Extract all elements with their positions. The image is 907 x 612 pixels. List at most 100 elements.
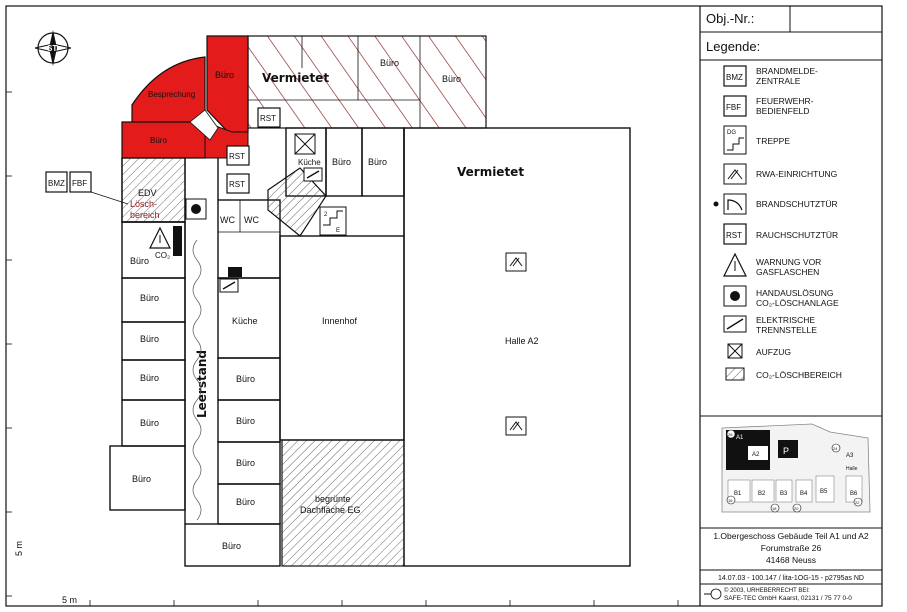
rst-marker-2: RST (226, 145, 250, 166)
legend: BMZ BRANDMELDE- ZENTRALE FBF FEUERWEHR- … (713, 65, 842, 381)
svg-text:24: 24 (833, 446, 838, 451)
compass-logo-icon: ST (34, 30, 72, 66)
label-leerstand: Leerstand (195, 350, 209, 418)
label-loesch-1: Lösch- (130, 199, 157, 209)
svg-text:22: 22 (855, 500, 860, 505)
legend-bmz-icon (723, 65, 747, 87)
room-label-buero-red2: Büro (150, 136, 167, 145)
disconnect-switch-icon (303, 167, 323, 182)
corridor-markers (192, 239, 202, 521)
site-minimap: A1 A2 P A3 Halle B1 B2 B3 B4 B5 B6 26 24… (721, 423, 871, 513)
svg-text:GASFLASCHEN: GASFLASCHEN (756, 267, 819, 277)
building-walls (109, 127, 631, 567)
svg-text:B5: B5 (820, 489, 828, 495)
svg-text:20: 20 (794, 506, 799, 511)
svg-text:RST: RST (229, 180, 245, 189)
stair-symbol-icon: 2 E (319, 206, 347, 236)
svg-text:BMZ: BMZ (48, 179, 65, 188)
svg-text:B2: B2 (758, 491, 766, 497)
room-label-halle: Halle A2 (505, 336, 539, 346)
svg-text:B6: B6 (850, 491, 858, 497)
svg-text:RAUCHSCHUTZTÜR: RAUCHSCHUTZTÜR (756, 230, 838, 240)
room-label-buero-r3: Büro (236, 458, 255, 468)
svg-text:AUFZUG: AUFZUG (756, 347, 791, 357)
svg-text:BRANDMELDE-: BRANDMELDE- (756, 66, 818, 76)
room-label-buero-top2: Büro (442, 74, 461, 84)
disconnect-switch-icon-2 (219, 278, 239, 293)
rented-area-top (247, 35, 487, 129)
room-label-buero-l5: Büro (140, 418, 159, 428)
room-label-besprechung: Besprechung (148, 90, 195, 99)
rwa-icon-2 (505, 416, 527, 436)
svg-text:Halle: Halle (846, 466, 858, 472)
obj-nr-label: Obj.-Nr.: (706, 11, 754, 26)
svg-text:CO₂: CO₂ (155, 251, 170, 260)
room-label-buero-l3: Büro (140, 334, 159, 344)
svg-text:26: 26 (728, 432, 733, 437)
svg-text:P: P (783, 446, 789, 456)
room-label-buero-l4: Büro (140, 373, 159, 383)
room-label-buero-r4: Büro (236, 497, 255, 507)
legend-fbf-icon (723, 95, 747, 117)
co2-trigger-icon (185, 198, 207, 220)
scale-label-horizontal: 5 m (62, 595, 77, 605)
scale-label-vertical: 5 m (14, 541, 24, 556)
svg-text:WARNUNG VOR: WARNUNG VOR (756, 257, 821, 267)
svg-text:CO₂-LÖSCHANLAGE: CO₂-LÖSCHANLAGE (756, 298, 839, 308)
ruler (6, 91, 679, 606)
svg-text:18: 18 (772, 506, 777, 511)
label-vermietet-main: Vermietet (457, 165, 524, 179)
fbf-marker: FBF (69, 171, 92, 193)
room-label-buero-top1: Büro (380, 58, 399, 68)
room-label-buero-core2: Büro (368, 157, 387, 167)
svg-text:2: 2 (324, 212, 328, 218)
rst-marker-3: RST (226, 173, 250, 194)
reference-line: 14.07.03 - 100.147 / lita-1OG-15 - p2795… (718, 575, 864, 582)
gas-warning-icon: CO₂ (149, 226, 182, 260)
safetec-logo-icon (704, 588, 722, 600)
svg-text:B4: B4 (800, 491, 808, 497)
legend-stair-icon (723, 125, 747, 155)
room-label-buero-r1: Büro (236, 374, 255, 384)
room-label-innenhof: Innenhof (322, 316, 358, 326)
svg-text:TREPPE: TREPPE (756, 136, 790, 146)
room-label-buero-l6: Büro (132, 474, 151, 484)
svg-text:RWA-EINRICHTUNG: RWA-EINRICHTUNG (756, 169, 837, 179)
svg-text:B1: B1 (734, 491, 742, 497)
room-label-wc2: WC (244, 215, 259, 225)
highlighted-area (121, 35, 249, 159)
room-label-buero-core1: Büro (332, 157, 351, 167)
room-label-kueche: Küche (232, 316, 258, 326)
svg-text:E: E (336, 228, 340, 234)
svg-text:FBF: FBF (726, 103, 741, 112)
legend-rst-icon (723, 223, 747, 245)
elevator-icon (294, 133, 316, 155)
svg-text:RST: RST (726, 231, 742, 240)
caption-line-2: Forumstraße 26 (761, 543, 822, 553)
svg-text:HANDAUSLÖSUNG: HANDAUSLÖSUNG (756, 288, 833, 298)
caption-line-3: 41468 Neuss (766, 555, 816, 565)
label-dach-2: Dachfläche EG (300, 505, 361, 515)
svg-text:BRANDSCHUTZTÜR: BRANDSCHUTZTÜR (756, 199, 838, 209)
svg-text:DG: DG (727, 130, 736, 136)
svg-text:A2: A2 (752, 452, 760, 458)
copyright-line-2: SAFE-TEC GmbH Kaarst, 02131 / 75 77 0-0 (724, 595, 852, 602)
svg-text:RST: RST (260, 114, 276, 123)
room-label-buero-r2: Büro (236, 416, 255, 426)
legend-co2-area-icon (725, 367, 745, 381)
svg-text:BEDIENFELD: BEDIENFELD (756, 106, 809, 116)
room-label-edv: EDV (138, 188, 157, 198)
svg-text:FBF: FBF (72, 179, 87, 188)
svg-text:TRENNSTELLE: TRENNSTELLE (756, 325, 817, 335)
bmz-marker: BMZ (45, 171, 68, 193)
room-label-buero-l2: Büro (140, 293, 159, 303)
svg-text:BMZ: BMZ (726, 73, 743, 82)
svg-text:CO₂-LÖSCHBEREICH: CO₂-LÖSCHBEREICH (756, 370, 842, 380)
page-frame (5, 5, 883, 607)
copyright-line-1: © 2003, URHEBERRECHT BEI: (724, 587, 810, 594)
svg-text:FEUERWEHR-: FEUERWEHR- (756, 96, 814, 106)
label-vermietet-top: Vermietet (262, 71, 329, 85)
room-label-buero-bottom: Büro (222, 541, 241, 551)
svg-text:16: 16 (728, 498, 733, 503)
